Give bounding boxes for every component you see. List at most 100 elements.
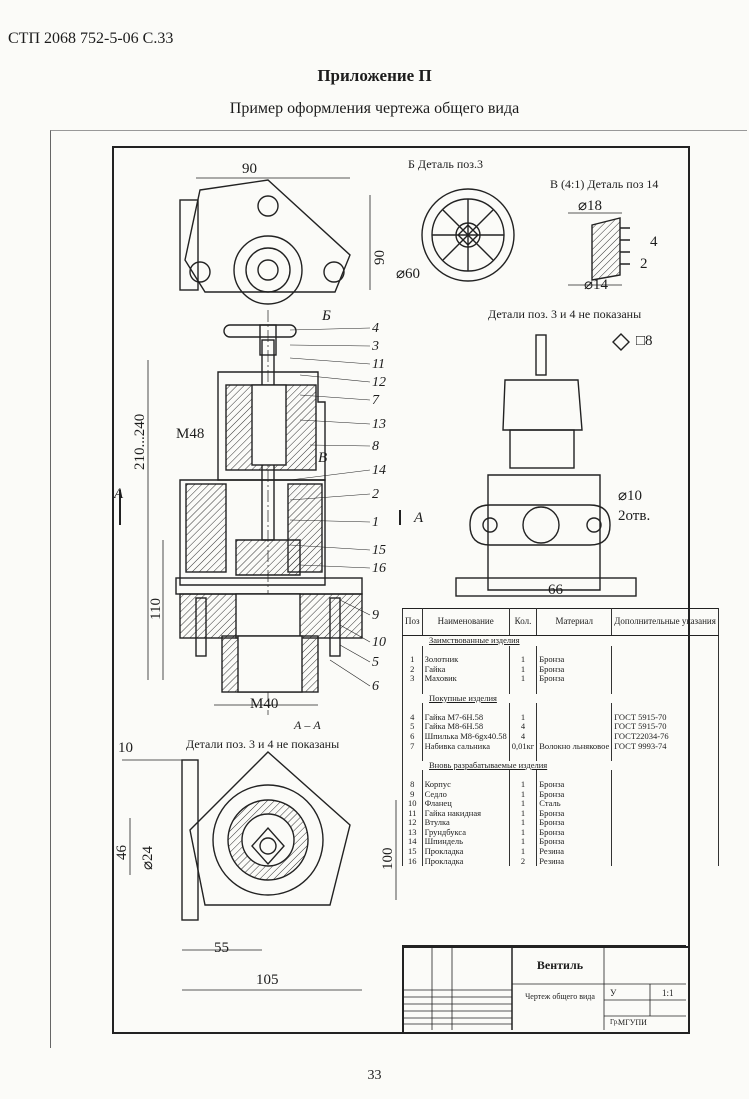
spec-cell-name: Маховик [421,674,510,684]
view-b-label: Б Деталь поз.3 [408,157,483,171]
dim-d18: ⌀18 [578,198,602,214]
dim-a-left: A [113,486,124,502]
spec-cell-qty: 4 [508,722,538,732]
spec-empty-cell [421,683,510,694]
spec-cell-name: Фланец [421,799,510,809]
header-pos: Поз [402,608,423,636]
spec-cell-pos: 7 [402,741,423,752]
dim-b: Б [321,308,331,324]
spec-cell-qty: 1 [508,712,538,723]
spec-cell-remarks [611,799,719,809]
title-block-scale: 1:1 [662,988,674,998]
dim-110: 110 [148,598,164,620]
leader-number: 6 [372,679,379,694]
spec-cell-pos: 11 [402,808,423,819]
spec-row: Заимствованные изделия [402,635,719,646]
spec-cell-qty: 2 [508,856,538,867]
leader-number: 5 [372,655,379,670]
spec-cell-remarks [611,847,719,857]
spec-cell-pos: 2 [402,664,423,675]
spec-cell-name: Набивка сальника [421,741,510,752]
dim-55: 55 [214,940,229,956]
spec-cell-name: Втулка [421,818,510,828]
spec-cell-qty: 4 [508,731,538,742]
leader-number: 2 [372,487,379,502]
spec-cell-name: Гайка [421,664,510,675]
view-labels: Б Деталь поз.3 В (4:1) Деталь поз 14 Дет… [186,157,658,751]
spec-empty-cell [536,703,613,713]
spec-cell-material: Бронза [536,808,613,819]
spec-cell-remarks: ГОСТ 5915-70 [611,712,719,723]
spec-cell-qty: 1 [508,827,538,838]
spec-row [402,751,719,761]
title-block-title: Вентиль [536,958,584,972]
spec-cell-qty: 1 [508,655,538,665]
spec-cell-material: Резина [536,847,613,857]
dim-d10-hole: ⌀10 [618,488,642,504]
leader-number: 15 [372,543,386,558]
top-view [179,177,371,305]
spec-cell-pos: 5 [402,722,423,732]
spec-cell-name: Шпиндель [421,837,510,848]
spec-empty-cell [421,645,510,656]
dim-d24: ⌀24 [140,845,156,870]
spec-empty-cell [536,770,613,780]
title-block-subtitle: Чертеж общего вида [525,992,595,1001]
appendix-title: Приложение П [317,66,432,85]
main-section-view [119,310,401,715]
spec-empty-cell [402,751,423,761]
page-subtitle: Пример оформления чертежа общего вида [229,100,520,117]
leader-number: 12 [372,375,386,390]
dim-2: 2 [640,256,648,272]
spec-empty-cell [508,770,538,780]
spec-cell-name: Шпилька М8-6gx40.58 [421,731,510,742]
spec-cell-qty: 1 [508,847,538,857]
dim-105: 105 [256,972,279,988]
spec-empty-cell [611,751,719,761]
spec-row [402,645,719,656]
spec-cell-pos: 14 [402,837,423,848]
spec-header-row: Поз Наименование Кол. Материал Дополните… [402,608,719,636]
leader-number: 7 [372,393,380,408]
spec-cell-pos: 12 [402,818,423,828]
spec-empty-cell [536,645,613,656]
spec-cell-name: Прокладка [421,847,510,857]
spec-empty-cell [611,703,719,713]
leader-number: 9 [372,608,379,623]
spec-section-title: Покупные изделия [402,693,719,704]
dim-66: 66 [548,582,564,598]
spec-section-title: Заимствованные изделия [402,635,719,646]
header-name: Наименование [421,608,510,636]
bottom-note: Детали поз. 3 и 4 не показаны [186,737,339,751]
spec-empty-cell [536,751,613,761]
detail-b-view [421,188,515,282]
title-block-sheet: У [610,988,617,998]
dim-m40: M40 [250,696,278,712]
view-v-label: В (4:1) Деталь поз 14 [550,177,658,191]
dimension-texts: 90 90 Б 210...240 M48 B 110 M40 A A ⌀60 … [113,161,658,988]
leader-number: 1 [372,515,379,530]
spec-empty-cell [421,703,510,713]
dim-90-top: 90 [242,161,257,177]
spec-cell-material: Резина [536,856,613,867]
spec-cell-remarks [611,779,719,790]
spec-cell-qty: 1 [508,808,538,819]
spec-row: Вновь разрабатываемые изделия [402,760,719,771]
spec-empty-cell [508,751,538,761]
header-code: СТП 2068 752-5-06 С.33 [8,30,174,47]
title-block-group: Гр. [610,1018,619,1026]
spec-empty-cell [402,770,423,780]
spec-empty-cell [611,770,719,780]
drawing-frame [112,146,690,1034]
dim-210: 210...240 [132,414,148,470]
